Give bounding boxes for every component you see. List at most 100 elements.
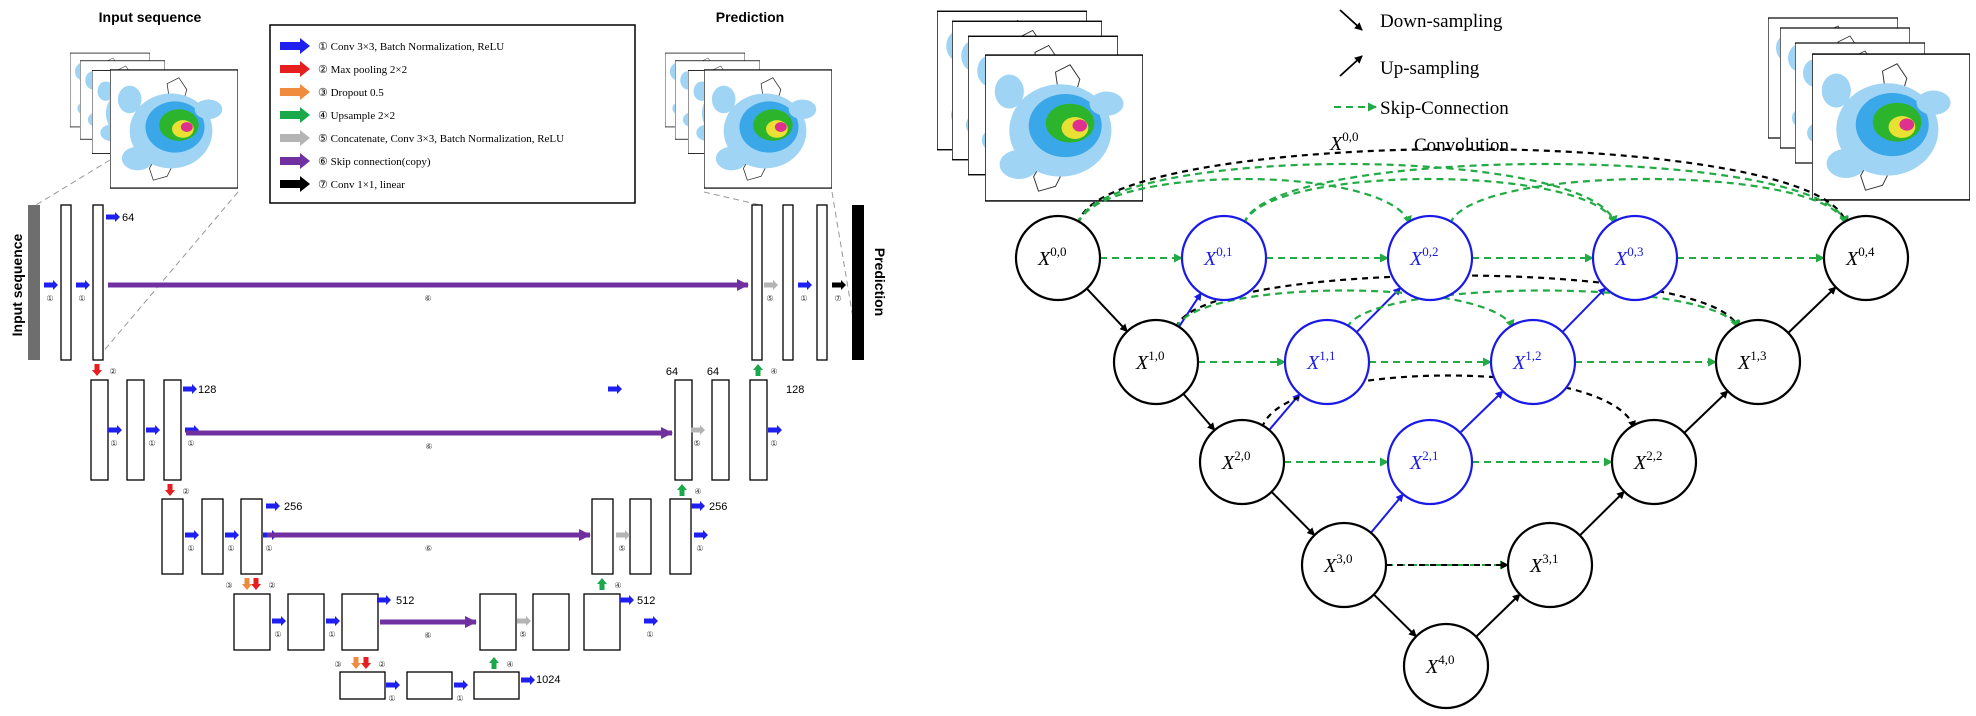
node-label: X2,0 bbox=[1221, 448, 1250, 474]
dropout-arrow bbox=[242, 578, 252, 590]
nested-up-sampling-edge bbox=[1178, 292, 1202, 328]
ch-256: 256 bbox=[284, 501, 302, 513]
long-skip-edge bbox=[1260, 374, 1636, 429]
upsample-arrow bbox=[489, 657, 499, 669]
node-circle bbox=[1489, 318, 1577, 406]
channel-labels: 64 128 256 512 1024 64 64 128 256 512 bbox=[122, 212, 804, 686]
down-sampling-edge bbox=[1270, 491, 1316, 536]
legend-text: ④ Upsample 2×2 bbox=[318, 110, 395, 122]
op-label: ⑥ bbox=[424, 631, 431, 640]
conv-arrow bbox=[386, 680, 400, 690]
node-circle bbox=[1402, 622, 1490, 710]
legend-arrow-icon bbox=[280, 153, 310, 169]
legend-up-label: Up-sampling bbox=[1380, 58, 1480, 79]
right-input-radar-stack bbox=[937, 10, 1143, 202]
op-label: ① bbox=[328, 630, 335, 639]
node-circle bbox=[1180, 214, 1268, 302]
ch-up512: 512 bbox=[637, 595, 655, 607]
feature-map-box bbox=[532, 593, 570, 651]
legend-arrow-icon bbox=[280, 107, 310, 123]
unetpp-edges bbox=[1076, 147, 1849, 638]
node-label: X1,0 bbox=[1135, 348, 1164, 374]
node-circle bbox=[1714, 318, 1802, 406]
node-label: X1,1 bbox=[1306, 348, 1335, 374]
op-label: ④ bbox=[694, 487, 701, 496]
legend-box bbox=[269, 24, 636, 204]
side-input-label: Input sequence bbox=[9, 233, 25, 336]
node-label: X0,1 bbox=[1203, 244, 1232, 270]
feature-map-box bbox=[479, 593, 517, 651]
legend-text: ① Conv 3×3, Batch Normalization, ReLU bbox=[318, 41, 504, 53]
down-sampling-edge bbox=[1086, 287, 1128, 333]
legend-arrow-icon bbox=[280, 61, 310, 77]
op-label: ⑤ bbox=[766, 294, 773, 303]
maxpool-arrow bbox=[361, 657, 371, 669]
dense-skip-edge bbox=[1448, 177, 1848, 225]
node-n20: X2,0 bbox=[1198, 418, 1286, 506]
ch-64: 64 bbox=[122, 212, 134, 224]
conv-arrow bbox=[798, 280, 812, 290]
feature-map-box bbox=[339, 671, 386, 700]
down-sampling-edge bbox=[1373, 593, 1417, 638]
op-label: ① bbox=[456, 694, 463, 703]
node-label: X0,3 bbox=[1614, 244, 1643, 270]
node-circle bbox=[1386, 214, 1474, 302]
legend-item: ⑦ Conv 1×1, linear bbox=[280, 176, 405, 192]
node-circle bbox=[1610, 418, 1698, 506]
conv-arrow bbox=[768, 425, 782, 435]
up-sampling-edge bbox=[1787, 286, 1837, 334]
op-label: ① bbox=[646, 630, 653, 639]
legend-text: ⑦ Conv 1×1, linear bbox=[318, 179, 405, 191]
node-n22: X2,2 bbox=[1610, 418, 1698, 506]
node-n04: X0,4 bbox=[1822, 214, 1910, 302]
op-label: ⑥ bbox=[425, 442, 432, 451]
nested-up-sampling-edge bbox=[1459, 390, 1504, 434]
nested-up-sampling-edge bbox=[1561, 287, 1607, 333]
legend-item: ③ Dropout 0.5 bbox=[280, 84, 384, 100]
ch-up64b: 64 bbox=[707, 366, 719, 378]
nested-up-sampling-edge bbox=[1370, 493, 1404, 534]
node-label: X3,1 bbox=[1529, 551, 1558, 577]
dense-skip-edge bbox=[1174, 289, 1515, 329]
feature-maps bbox=[60, 204, 828, 700]
channel-arrow bbox=[106, 212, 120, 222]
op-label: ② bbox=[109, 367, 116, 376]
feature-map-box bbox=[583, 593, 621, 651]
dense-skip-edge bbox=[1345, 289, 1740, 329]
side-prediction-label: Prediction bbox=[872, 248, 888, 316]
conv-arrow bbox=[76, 280, 90, 290]
feature-map-box bbox=[591, 498, 614, 575]
op-label: ① bbox=[696, 544, 703, 553]
conv-arrow bbox=[185, 530, 199, 540]
dense-skip-edge bbox=[1242, 162, 1849, 225]
op-label: ⑤ bbox=[693, 439, 700, 448]
op-label: ① bbox=[770, 439, 777, 448]
feature-map-box bbox=[163, 379, 182, 481]
ch-up128: 128 bbox=[786, 384, 804, 396]
node-circle bbox=[1822, 214, 1910, 302]
feature-map-box bbox=[629, 498, 652, 575]
node-n00: X0,0 bbox=[1014, 214, 1102, 302]
dense-skip-edge bbox=[1076, 162, 1618, 225]
legend-arrow-icon bbox=[280, 84, 310, 100]
op-label: ① bbox=[187, 439, 194, 448]
op-label: ① bbox=[274, 630, 281, 639]
dense-skip-edge bbox=[1076, 178, 1412, 225]
conv-arrow bbox=[326, 616, 340, 626]
right-output-radar-stack bbox=[1768, 17, 1970, 201]
op-label: ③ bbox=[225, 581, 232, 590]
legend-item: ⑤ Concatenate, Conv 3×3, Batch Normaliza… bbox=[280, 130, 564, 146]
op-label: ② bbox=[182, 487, 189, 496]
feature-map-box bbox=[90, 379, 109, 481]
node-label: X0,2 bbox=[1409, 244, 1438, 270]
legend-text: ② Max pooling 2×2 bbox=[318, 64, 407, 76]
channel-arrow bbox=[608, 384, 622, 394]
node-circle bbox=[1506, 521, 1594, 609]
ch-up256: 256 bbox=[709, 501, 727, 513]
legend-text: ⑤ Concatenate, Conv 3×3, Batch Normaliza… bbox=[318, 133, 564, 145]
feature-map-box bbox=[782, 204, 794, 361]
conv-arrow bbox=[44, 280, 58, 290]
op-label: ④ bbox=[614, 581, 621, 590]
op-label: ① bbox=[265, 544, 272, 553]
